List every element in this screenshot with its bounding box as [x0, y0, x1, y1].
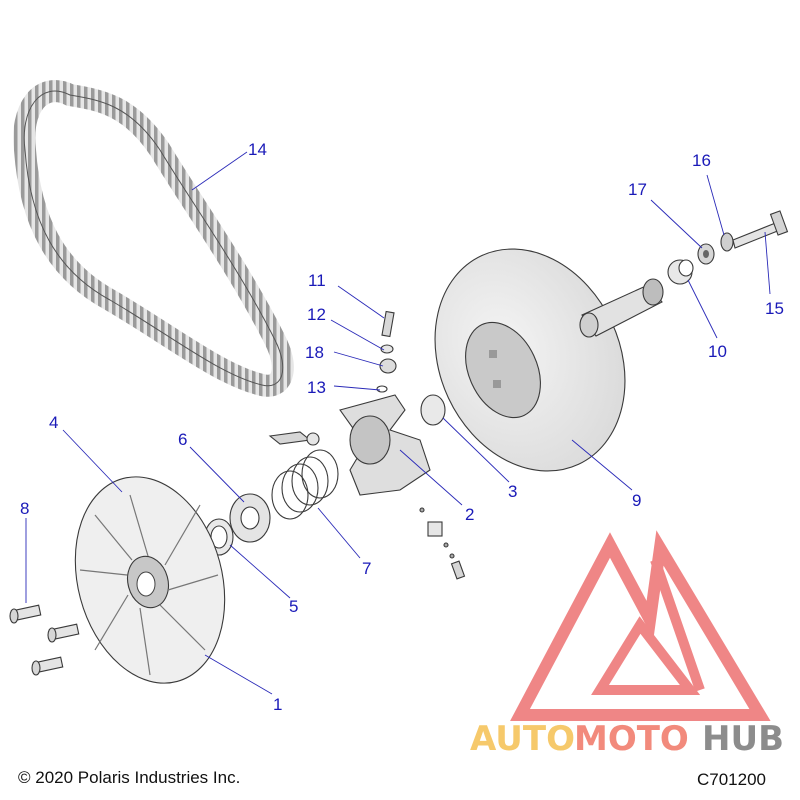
- copyright-text: © 2020 Polaris Industries Inc.: [18, 768, 240, 787]
- roller-pins: [419, 507, 466, 580]
- drive-belt: [13, 80, 294, 397]
- sheave-shaft: [579, 259, 694, 338]
- callout-13: 13: [307, 378, 326, 397]
- callout-7: 7: [362, 559, 371, 578]
- callout-17: 17: [628, 180, 647, 199]
- watermark-logo-icon: [510, 530, 771, 721]
- bushings: [204, 493, 271, 556]
- callout-14: 14: [248, 140, 267, 159]
- callout-5: 5: [289, 597, 298, 616]
- callout-10: 10: [708, 342, 727, 361]
- callout-2: 2: [465, 505, 474, 524]
- brand-moto: MOTO: [574, 719, 689, 759]
- moveable-sheave: [434, 248, 626, 472]
- callout-numbers: 1 2 3 4 5 6 7 8 9 10 11 12 13 14 15 16 1…: [20, 140, 784, 714]
- small-hardware: [376, 310, 397, 393]
- sheave-bolts: [9, 604, 80, 676]
- fixed-sheave: [74, 476, 226, 684]
- spring: [271, 449, 339, 520]
- callout-4: 4: [49, 413, 58, 432]
- callout-3: 3: [508, 482, 517, 501]
- callout-12: 12: [307, 305, 326, 324]
- watermark-brand: AUTO MOTO HUB: [470, 719, 784, 759]
- callout-15: 15: [765, 299, 784, 318]
- callout-9: 9: [632, 491, 641, 510]
- callout-11: 11: [308, 271, 326, 290]
- leader-lines: [25, 151, 771, 695]
- drawing-code: C701200: [697, 770, 766, 789]
- washer-bolt-stack: [697, 210, 789, 265]
- brand-auto: AUTO: [470, 719, 575, 759]
- callout-8: 8: [20, 499, 29, 518]
- callout-16: 16: [692, 151, 711, 170]
- callout-18: 18: [305, 343, 324, 362]
- callout-1: 1: [273, 695, 282, 714]
- brand-hub: HUB: [702, 719, 784, 759]
- spider-assembly: [268, 394, 446, 496]
- callout-6: 6: [178, 430, 187, 449]
